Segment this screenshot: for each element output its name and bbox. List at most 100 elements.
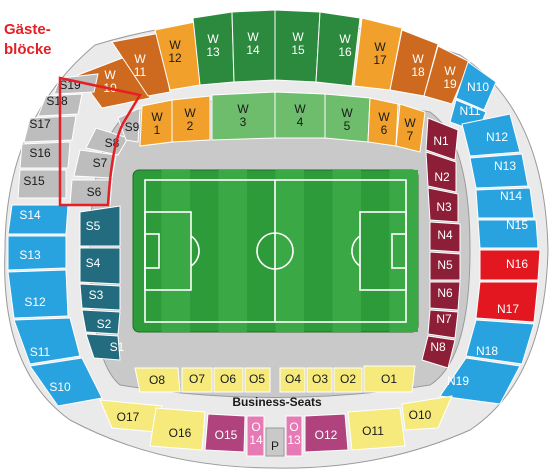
section-o11[interactable]: O11: [347, 407, 406, 451]
section-n14-label: N14: [500, 189, 522, 203]
section-n8-label: N8: [430, 340, 446, 354]
section-n17[interactable]: N17: [475, 281, 539, 323]
section-n8[interactable]: N8: [421, 335, 456, 369]
section-n13-shape: [469, 153, 529, 189]
section-o6[interactable]: O6: [213, 367, 244, 393]
section-n12[interactable]: N12: [461, 113, 521, 157]
section-s7[interactable]: S7: [73, 149, 117, 179]
section-o16[interactable]: O16: [149, 407, 206, 451]
section-s6[interactable]: S6: [69, 179, 113, 206]
section-s2[interactable]: S2: [81, 309, 121, 335]
section-n16[interactable]: N16: [479, 249, 541, 281]
section-s15[interactable]: S15: [17, 169, 67, 199]
section-o6-shape: [213, 367, 244, 393]
section-s12-label: S12: [24, 295, 46, 309]
section-o10[interactable]: O10: [401, 395, 453, 431]
pitch-stripe: [332, 170, 361, 332]
section-o2-label: O2: [340, 372, 356, 386]
section-s13-shape: [7, 235, 67, 271]
section-s11[interactable]: S11: [13, 317, 81, 365]
section-n7[interactable]: N7: [427, 309, 459, 339]
section-s10-shape: [29, 357, 103, 407]
section-s15-label: S15: [23, 174, 45, 188]
section-o7[interactable]: O7: [181, 367, 213, 393]
section-o1[interactable]: O1: [363, 365, 416, 393]
section-s13[interactable]: S13: [7, 235, 67, 271]
section-s12[interactable]: S12: [7, 269, 69, 319]
section-o8[interactable]: O8: [134, 367, 181, 393]
section-n1-shape: [425, 117, 459, 161]
section-s4[interactable]: S4: [79, 247, 121, 285]
section-n18[interactable]: N18: [465, 319, 535, 365]
pitch-stripe: [161, 170, 190, 332]
section-o3-label: O3: [312, 372, 328, 386]
section-n4[interactable]: N4: [429, 221, 461, 253]
section-o15-shape: [204, 413, 246, 453]
section-n3[interactable]: N3: [427, 187, 459, 223]
section-n6[interactable]: N6: [429, 281, 461, 311]
section-s16[interactable]: S16: [19, 141, 71, 169]
section-n19-label: N19: [447, 374, 469, 388]
section-s9[interactable]: S9: [117, 107, 141, 143]
section-n5[interactable]: N5: [429, 251, 461, 281]
section-s10-label: S10: [49, 380, 71, 394]
section-s17[interactable]: S17: [23, 115, 77, 143]
section-o15-label: O15: [215, 428, 238, 442]
section-o4[interactable]: O4: [279, 367, 306, 393]
section-n14[interactable]: N14: [475, 187, 535, 219]
section-s1[interactable]: S1: [85, 333, 125, 361]
section-n8-shape: [421, 335, 456, 369]
section-s5[interactable]: S5: [79, 205, 121, 247]
section-s18[interactable]: S18: [37, 93, 83, 117]
section-o11-shape: [347, 407, 406, 451]
section-n2[interactable]: N2: [425, 151, 457, 193]
section-s3-shape: [79, 283, 121, 311]
section-o15[interactable]: O15: [204, 413, 246, 453]
section-o3[interactable]: O3: [306, 367, 333, 393]
section-s9-label: S9: [125, 120, 140, 134]
section-n1[interactable]: N1: [425, 117, 459, 161]
section-s6-shape: [69, 179, 113, 206]
section-n18-label: N18: [476, 344, 498, 358]
section-n10[interactable]: N10: [455, 61, 497, 111]
section-n1-label: N1: [433, 134, 449, 148]
section-n15[interactable]: N15: [477, 218, 539, 249]
section-n13[interactable]: N13: [469, 153, 529, 189]
section-o5-label: O5: [249, 372, 265, 386]
section-s14[interactable]: S14: [7, 204, 69, 235]
section-o12-shape: [304, 413, 349, 453]
section-n19[interactable]: N19: [439, 357, 521, 405]
section-s16-shape: [19, 141, 71, 169]
section-o8-shape: [134, 367, 181, 393]
section-s10[interactable]: S10: [29, 357, 103, 407]
section-n17-shape: [475, 281, 539, 323]
section-o1-label: O1: [381, 372, 397, 386]
section-o5[interactable]: O5: [244, 367, 271, 393]
section-o10-shape: [401, 395, 453, 431]
section-s7-shape: [73, 149, 117, 179]
section-s3[interactable]: S3: [79, 283, 121, 311]
section-o12[interactable]: O12: [304, 413, 349, 453]
section-o2[interactable]: O2: [333, 367, 363, 393]
